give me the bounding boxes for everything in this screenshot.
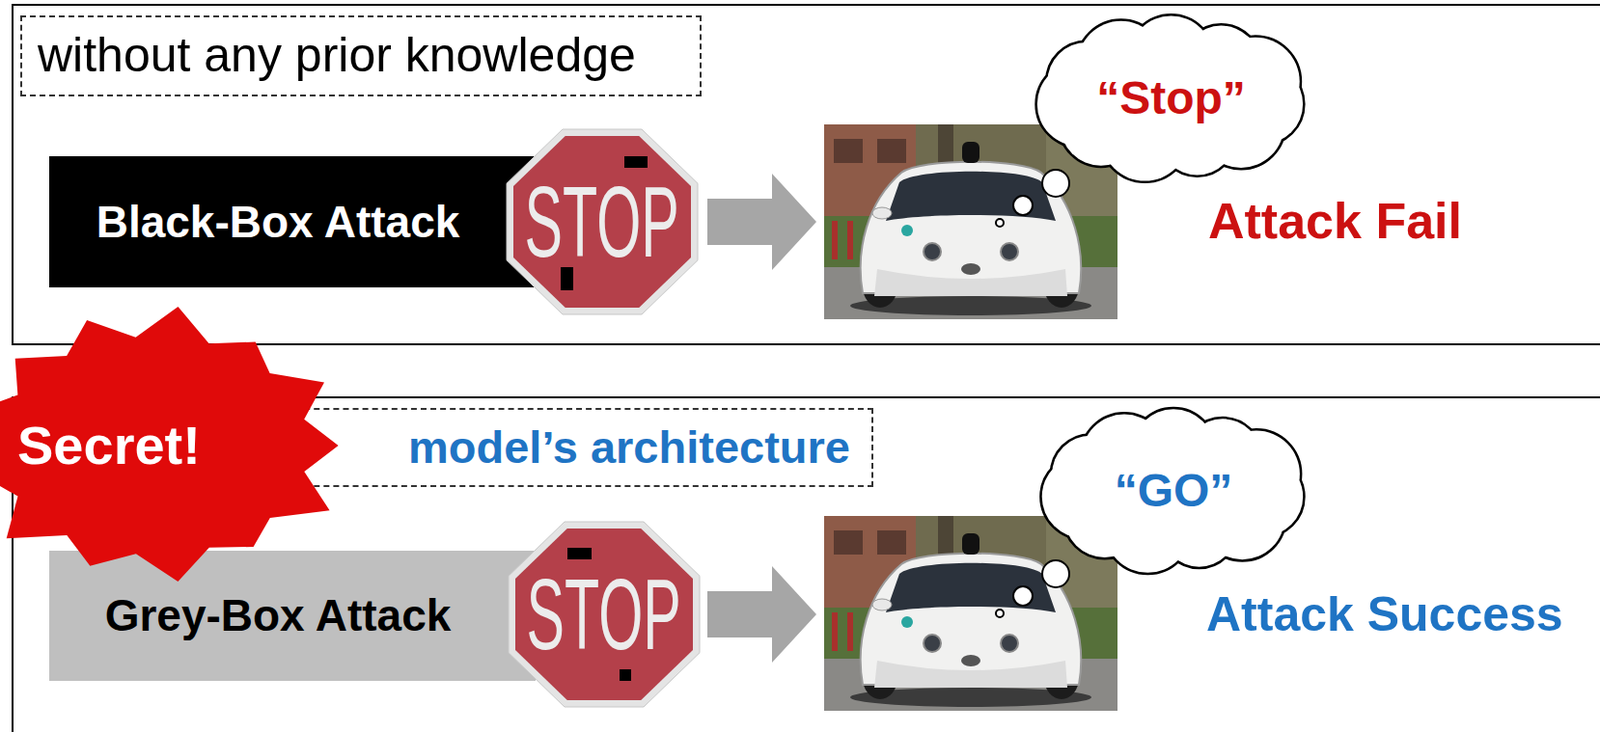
dashed-box: without any prior knowledge <box>20 15 702 97</box>
block-arrow <box>707 566 817 663</box>
stop-sign-face <box>513 136 691 308</box>
burst-text: Secret! <box>17 414 201 477</box>
box-label: Grey-Box Attack <box>105 590 452 642</box>
attack-box: Grey-Box Attack <box>49 551 536 682</box>
starburst-shape <box>0 306 339 582</box>
box-label: model’s architecture <box>408 421 851 474</box>
cloud-fill <box>1077 439 1269 545</box>
stop-sign: STOP <box>507 521 701 709</box>
thought-dot <box>1013 586 1033 607</box>
thought-dot <box>1042 169 1070 197</box>
box-label: Black-Box Attack <box>96 196 461 249</box>
cloud-text: “GO” <box>1114 464 1234 518</box>
thought-cloud: “Stop” <box>1030 10 1312 187</box>
thought-dot <box>1042 560 1070 588</box>
sign-text: STOP <box>524 171 680 273</box>
secret-burst: Secret! <box>0 305 358 586</box>
block-arrow <box>707 173 817 271</box>
sticker-patch <box>624 156 648 168</box>
thought-dot <box>1013 195 1033 216</box>
result-label: Attack Fail <box>1208 193 1463 251</box>
box-label: without any prior knowledge <box>37 27 636 84</box>
thought-dot <box>995 609 1004 618</box>
sticker-patch <box>619 669 632 682</box>
result-label: Attack Success <box>1206 587 1564 644</box>
attack-box: Black-Box Attack <box>49 156 536 288</box>
stop-sign-rim <box>508 522 700 708</box>
dashed-box: model’s architecture <box>275 408 874 488</box>
sign-text: STOP <box>526 564 682 665</box>
stop-sign-rim <box>506 129 698 315</box>
sticker-patch <box>567 548 592 560</box>
thought-dot <box>995 219 1004 227</box>
panel-frame <box>12 4 1600 345</box>
stop-sign-face <box>515 528 693 701</box>
thought-cloud: “GO” <box>1035 403 1312 580</box>
stop-sign: STOP <box>505 128 699 316</box>
cloud-fill <box>1074 46 1269 152</box>
cloud-text: “Stop” <box>1096 71 1246 125</box>
